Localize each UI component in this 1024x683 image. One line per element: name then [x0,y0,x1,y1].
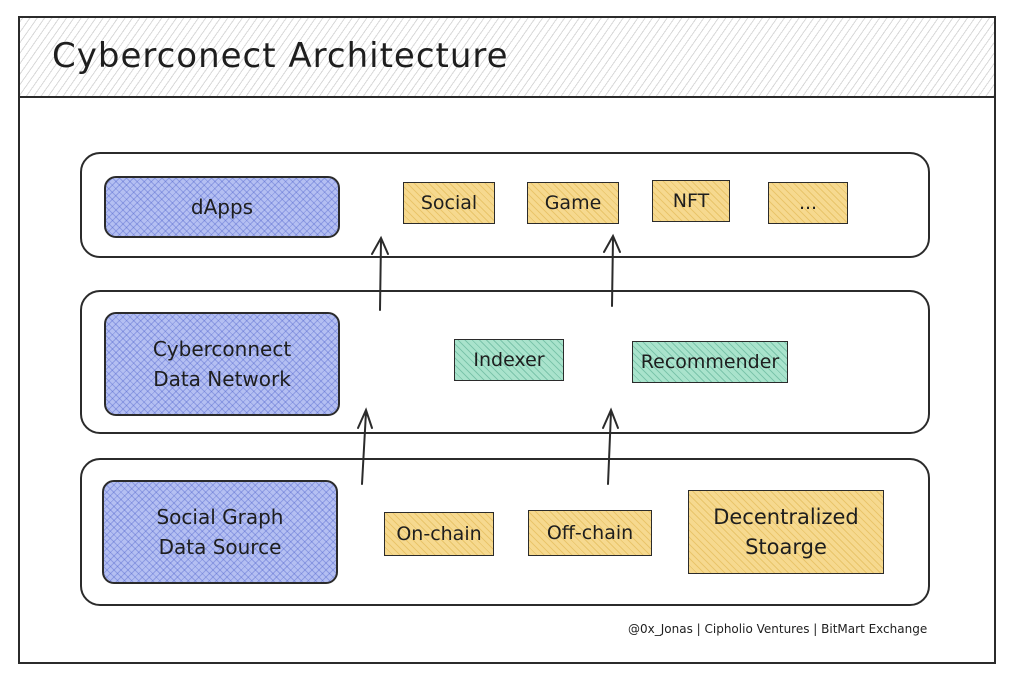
title-bar: Cyberconect Architecture [18,16,996,98]
data-source-box: Social Graph Data Source [102,480,338,584]
on-chain-chip: On-chain [384,512,494,556]
diagram-title: Cyberconect Architecture [52,36,509,76]
credit-line: @0x_Jonas | Cipholio Ventures | BitMart … [628,622,928,636]
nft-chip: NFT [652,180,730,222]
social-chip: Social [403,182,495,224]
dapps-box: dApps [104,176,340,238]
game-chip: Game [527,182,619,224]
data-network-box: Cyberconnect Data Network [104,312,340,416]
recommender-chip: Recommender [632,341,788,383]
decentralized-storage-chip: Decentralized Stoarge [688,490,884,574]
indexer-chip: Indexer [454,339,564,381]
off-chain-chip: Off-chain [528,510,652,556]
more-chip: ... [768,182,848,224]
